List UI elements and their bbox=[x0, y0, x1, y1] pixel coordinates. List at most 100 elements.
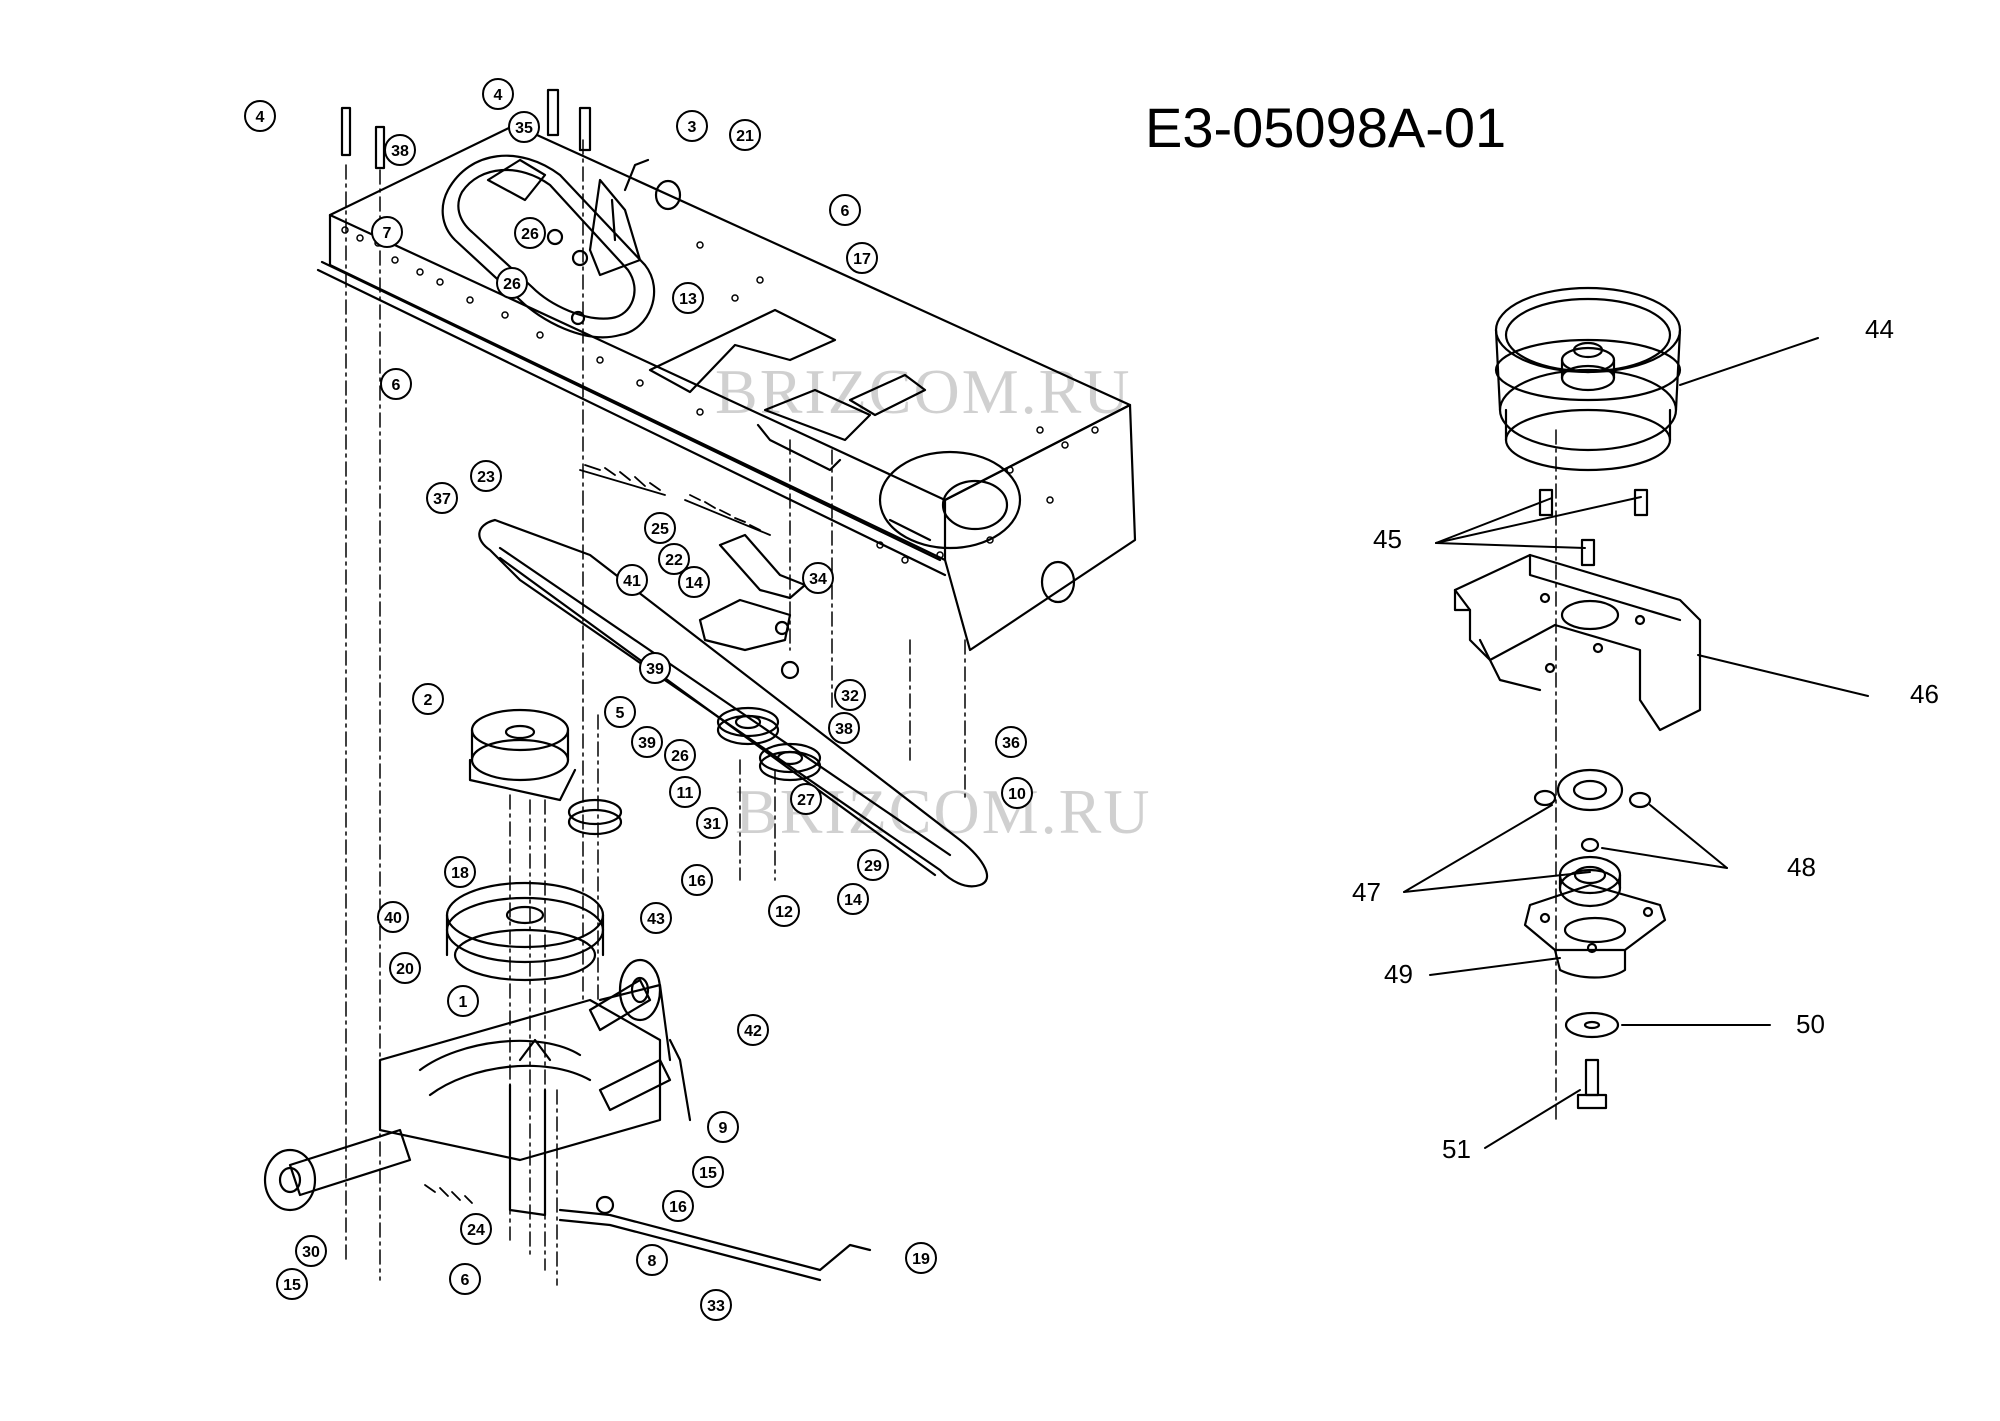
callout-4: 4 bbox=[244, 100, 276, 132]
callout-circle bbox=[857, 849, 889, 881]
callout-number: 10 bbox=[1008, 786, 1026, 803]
callout-10: 10 bbox=[1001, 777, 1033, 809]
callout-number: 34 bbox=[809, 571, 827, 588]
callout-circle bbox=[662, 1190, 694, 1222]
callout-circle bbox=[426, 482, 458, 514]
callout-circle bbox=[639, 652, 671, 684]
callout-circle bbox=[496, 267, 528, 299]
callout-circle bbox=[829, 194, 861, 226]
callout-number: 4 bbox=[256, 109, 265, 126]
callout-number: 15 bbox=[699, 1165, 717, 1182]
callout-number: 25 bbox=[651, 521, 669, 538]
callout-1: 1 bbox=[447, 985, 479, 1017]
drive-belt-37 bbox=[478, 518, 989, 888]
callout-number: 17 bbox=[853, 251, 871, 268]
callout-number: 31 bbox=[703, 816, 721, 833]
frame-chassis bbox=[316, 123, 1137, 652]
callout-number: 36 bbox=[1002, 735, 1020, 752]
callout-14: 14 bbox=[837, 883, 869, 915]
callout-circle bbox=[631, 726, 663, 758]
callout-9: 9 bbox=[707, 1111, 739, 1143]
callout-34: 34 bbox=[802, 562, 834, 594]
callout-4: 4 bbox=[482, 78, 514, 110]
callout-number: 7 bbox=[383, 225, 392, 242]
callout-26: 26 bbox=[496, 267, 528, 299]
bolts-45 bbox=[1538, 488, 1649, 567]
callout-11: 11 bbox=[669, 776, 701, 808]
callout-circle bbox=[995, 726, 1027, 758]
callout-circle bbox=[371, 216, 403, 248]
callout-number: 26 bbox=[521, 226, 539, 243]
callout-25: 25 bbox=[644, 512, 676, 544]
callout-circle bbox=[846, 242, 878, 274]
callout-24: 24 bbox=[460, 1213, 492, 1245]
transmission-pulley-2 bbox=[468, 708, 577, 802]
callout-39: 39 bbox=[639, 652, 671, 684]
callout-38: 38 bbox=[384, 134, 416, 166]
callout-circle bbox=[384, 134, 416, 166]
callout-number: 30 bbox=[302, 1244, 320, 1261]
callout-8: 8 bbox=[636, 1244, 668, 1276]
callout-circle bbox=[658, 543, 690, 575]
part-label-51: 51 bbox=[1442, 1134, 1471, 1164]
callout-7: 7 bbox=[371, 216, 403, 248]
callout-20: 20 bbox=[389, 952, 421, 984]
transmission-pulley-40 bbox=[445, 881, 605, 982]
callout-circle bbox=[669, 776, 701, 808]
bearings-47-48 bbox=[1533, 768, 1652, 908]
callout-42: 42 bbox=[737, 1014, 769, 1046]
callout-circle bbox=[295, 1235, 327, 1267]
callout-circle bbox=[905, 1242, 937, 1274]
part-label-46: 46 bbox=[1910, 679, 1939, 709]
callout-circle bbox=[664, 739, 696, 771]
callout-41: 41 bbox=[616, 564, 648, 596]
callout-15: 15 bbox=[692, 1156, 724, 1188]
callout-number: 39 bbox=[646, 661, 664, 678]
callout-number: 13 bbox=[679, 291, 697, 308]
callout-number: 38 bbox=[391, 143, 409, 160]
callout-circle bbox=[604, 696, 636, 728]
callout-number: 6 bbox=[392, 377, 401, 394]
callout-14: 14 bbox=[678, 566, 710, 598]
part-label-47: 47 bbox=[1352, 877, 1381, 907]
callout-circle bbox=[737, 1014, 769, 1046]
callout-31: 31 bbox=[696, 807, 728, 839]
transaxle bbox=[263, 958, 872, 1282]
callout-21: 21 bbox=[729, 119, 761, 151]
callout-circle bbox=[828, 712, 860, 744]
callout-number: 16 bbox=[669, 1199, 687, 1216]
callout-number: 37 bbox=[433, 491, 451, 508]
callout-39: 39 bbox=[631, 726, 663, 758]
callout-number: 33 bbox=[707, 1298, 725, 1315]
callout-36: 36 bbox=[995, 726, 1027, 758]
callout-number: 9 bbox=[719, 1120, 728, 1137]
idler-pulleys bbox=[567, 706, 822, 836]
part-label-50: 50 bbox=[1796, 1009, 1825, 1039]
callout-number: 20 bbox=[396, 961, 414, 978]
callout-circle bbox=[834, 679, 866, 711]
callout-number: 1 bbox=[459, 994, 468, 1011]
callout-circle bbox=[508, 111, 540, 143]
callout-5: 5 bbox=[604, 696, 636, 728]
callout-3: 3 bbox=[676, 110, 708, 142]
callout-number: 6 bbox=[461, 1272, 470, 1289]
part-label-45: 45 bbox=[1373, 524, 1402, 554]
callout-16: 16 bbox=[681, 864, 713, 896]
callout-circle bbox=[729, 119, 761, 151]
callout-circle bbox=[244, 100, 276, 132]
callout-number: 4 bbox=[494, 87, 503, 104]
callout-40: 40 bbox=[377, 901, 409, 933]
diagram-title: E3-05098A-01 bbox=[1145, 96, 1507, 159]
callout-circle bbox=[447, 985, 479, 1017]
callout-13: 13 bbox=[672, 282, 704, 314]
callout-number: 26 bbox=[503, 276, 521, 293]
callout-circle bbox=[790, 783, 822, 815]
clutch-bracket-46 bbox=[1453, 553, 1702, 732]
callout-circle bbox=[514, 217, 546, 249]
callout-32: 32 bbox=[834, 679, 866, 711]
alignment-lines bbox=[345, 139, 1557, 1286]
callout-number: 32 bbox=[841, 688, 859, 705]
callout-number: 5 bbox=[616, 705, 625, 722]
callout-circle bbox=[802, 562, 834, 594]
callout-number: 12 bbox=[775, 904, 793, 921]
